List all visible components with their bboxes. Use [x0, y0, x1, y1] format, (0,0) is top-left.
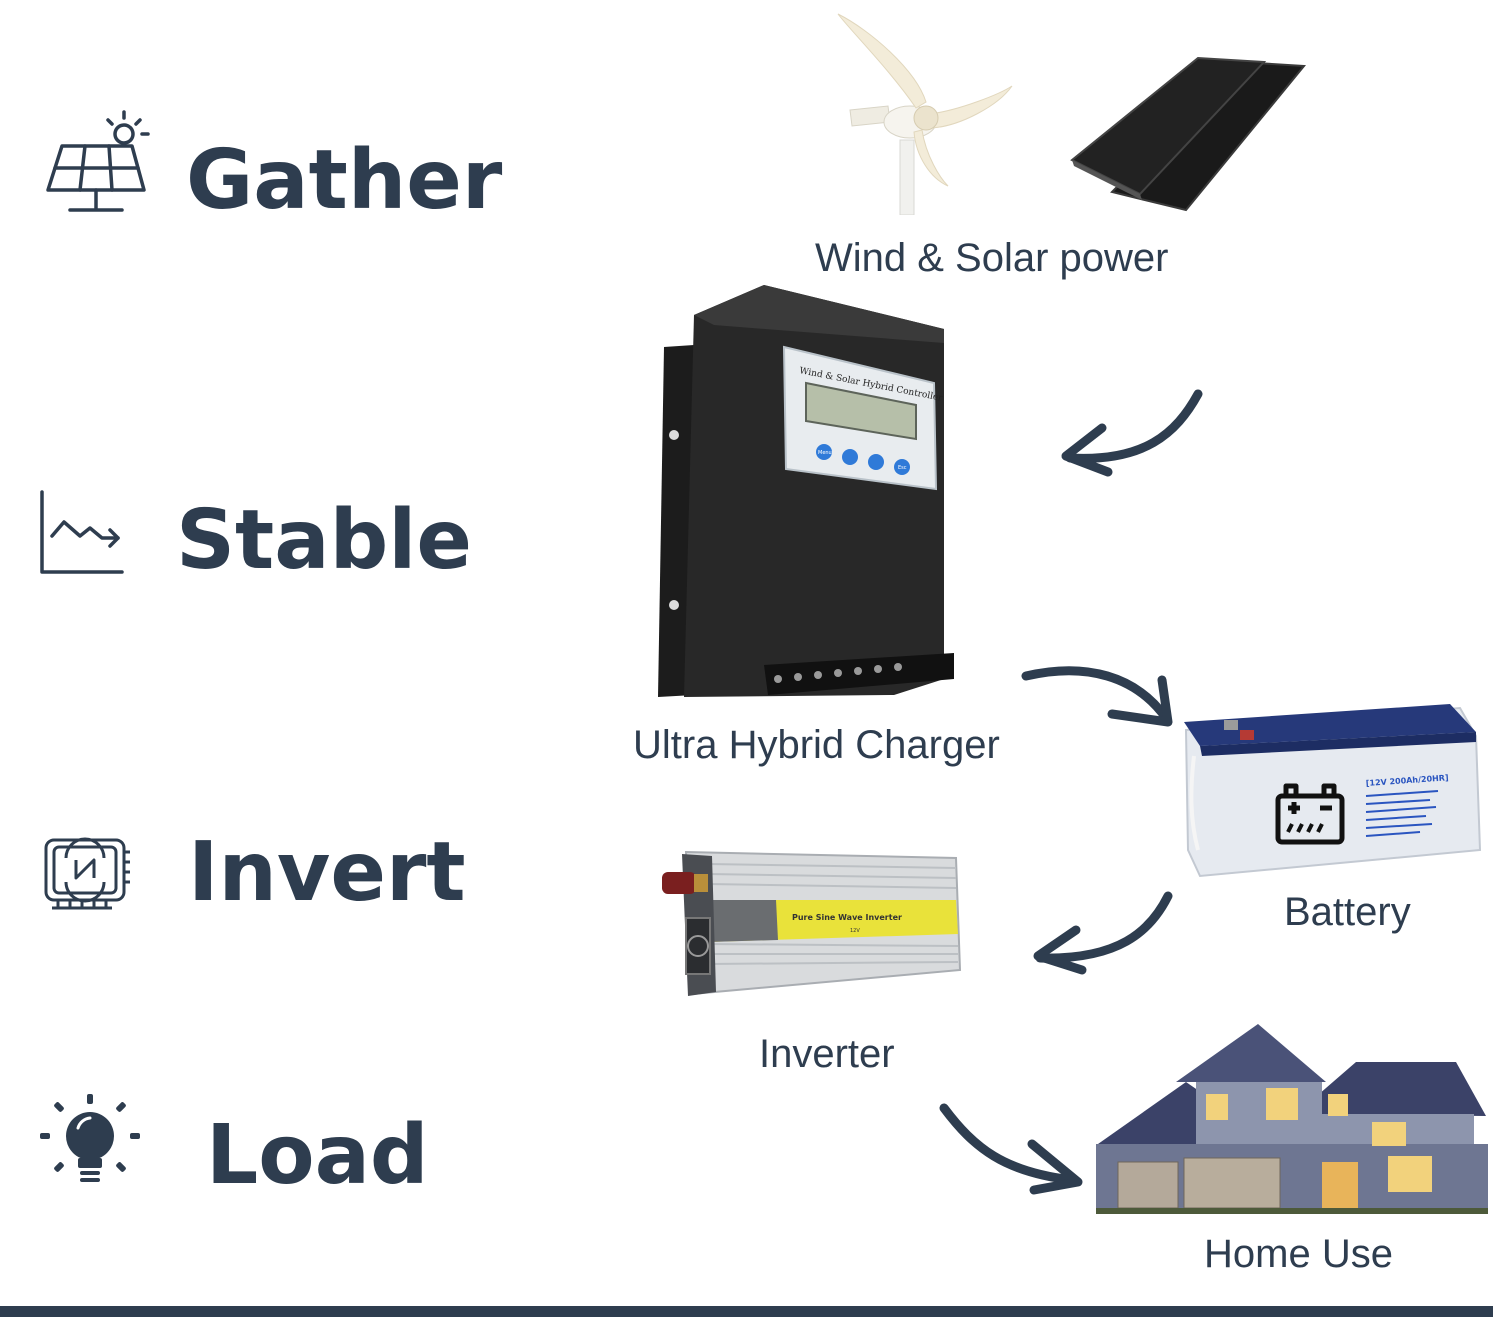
controller-esc-button-label: Esc	[898, 465, 907, 471]
house-image	[1096, 1024, 1488, 1214]
hybrid-controller-image: Wind & Solar Hybrid Controller Menu Esc	[658, 285, 954, 697]
line-chart-icon	[40, 490, 124, 574]
inverter-title-label: Pure Sine Wave Inverter	[792, 913, 902, 922]
battery-image: [12V 200Ah/20HR]	[1184, 704, 1482, 878]
inverter-voltage-label: 12V	[850, 928, 860, 934]
arrow-battery-to-inverter	[1033, 891, 1173, 975]
wind-turbine-image	[837, 13, 1013, 215]
caption-wind-solar: Wind & Solar power	[815, 236, 1169, 280]
arrow-controller-to-battery	[1021, 666, 1173, 727]
caption-battery: Battery	[1284, 890, 1411, 934]
caption-controller: Ultra Hybrid Charger	[633, 723, 1000, 767]
light-bulb-icon	[40, 1094, 140, 1182]
inverter-chip-icon	[44, 837, 130, 910]
caption-inverter: Inverter	[759, 1032, 895, 1076]
solar-panels-image	[1070, 56, 1307, 212]
bottom-bar	[0, 1306, 1493, 1317]
solar-panel-sun-icon	[46, 110, 150, 212]
arrow-inverter-to-home	[939, 1103, 1083, 1195]
caption-home-use: Home Use	[1204, 1232, 1393, 1276]
stage-stable-label: Stable	[176, 493, 473, 588]
controller-menu-button-label: Menu	[818, 450, 832, 456]
stage-load-label: Load	[206, 1108, 429, 1203]
stage-invert-label: Invert	[188, 825, 466, 920]
arrow-sources-to-controller	[1061, 389, 1203, 477]
inverter-image: Pure Sine Wave Inverter 12V	[662, 850, 962, 996]
stage-gather-label: Gather	[186, 133, 503, 228]
